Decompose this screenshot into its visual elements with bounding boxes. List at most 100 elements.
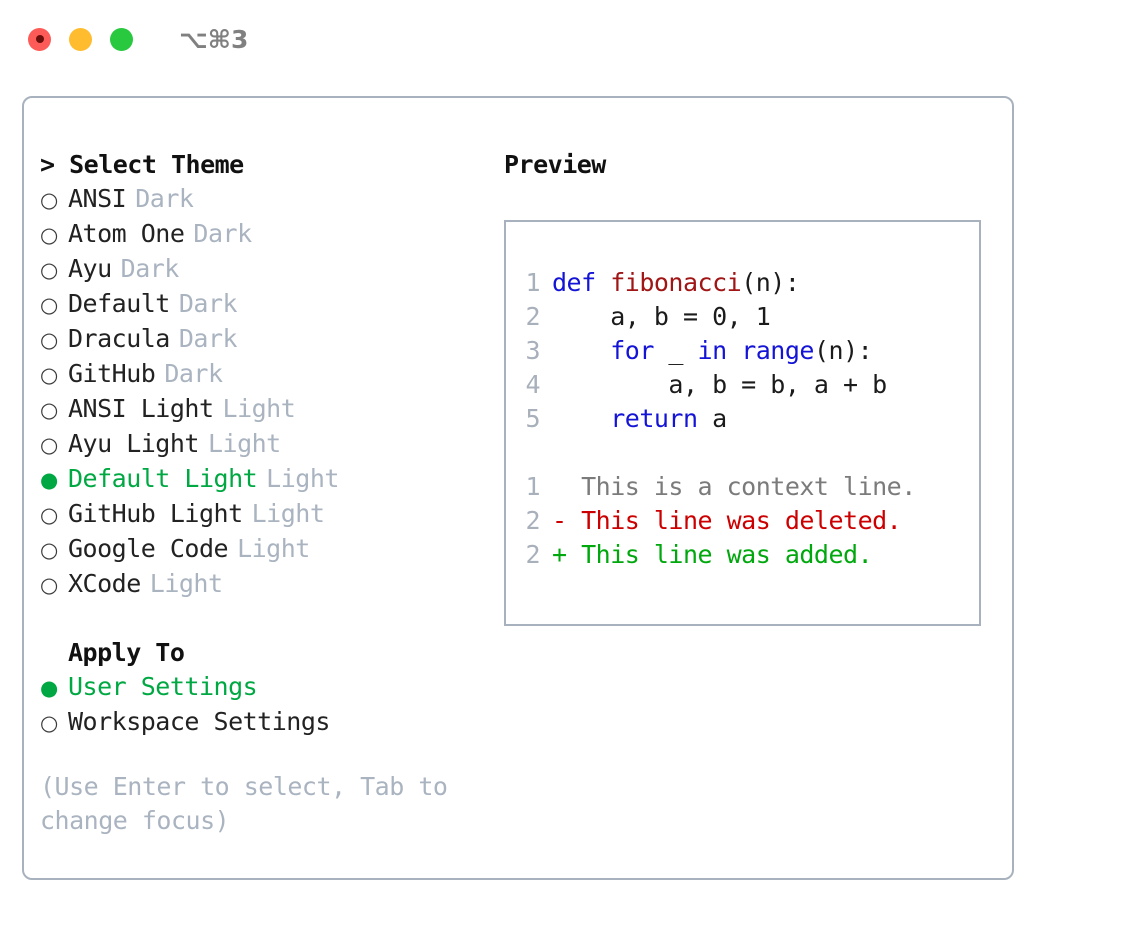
theme-option-8[interactable]: ● Default Light Light	[40, 462, 480, 497]
theme-option-tag: Light	[222, 394, 296, 423]
radio-unselected-icon: ○	[40, 328, 58, 352]
theme-option-tag: Dark	[178, 324, 238, 353]
theme-option-tag: Light	[237, 534, 310, 563]
list-spacer	[40, 602, 480, 636]
code-token-kw: in	[697, 336, 728, 365]
theme-option-tag: Dark	[164, 359, 223, 388]
code-token-plain: _	[653, 336, 698, 365]
code-token-plain: (n):	[813, 336, 873, 365]
theme-option-label: Ayu Light	[68, 429, 199, 458]
theme-option-3[interactable]: ○ Default Dark	[40, 287, 480, 322]
theme-option-label: Dracula	[68, 324, 170, 353]
radio-unselected-icon: ○	[40, 188, 58, 212]
diff-sample: 1 This is a context line.2- This line wa…	[506, 470, 979, 572]
theme-option-label: ANSI Light	[68, 394, 214, 423]
line-number: 3	[525, 336, 540, 365]
line-number: 4	[525, 370, 540, 399]
radio-selected-icon: ●	[40, 468, 58, 492]
line-number: 2	[525, 540, 540, 569]
code-line: 1 def fibonacci(n):	[506, 266, 979, 300]
code-token-plain	[552, 404, 610, 433]
theme-option-5[interactable]: ○ GitHub Dark	[40, 357, 480, 392]
code-line-text: a, b = b, a + b	[552, 368, 887, 402]
close-button-icon[interactable]	[28, 27, 51, 51]
theme-option-tag: Dark	[193, 219, 252, 248]
radio-unselected-icon: ○	[40, 293, 58, 317]
diff-line-text-del: - This line was deleted.	[552, 506, 902, 535]
code-token-plain: a	[697, 404, 727, 433]
apply-to-list: ● User Settings ○ Workspace Settings	[40, 670, 480, 740]
minimize-button-icon[interactable]	[69, 27, 92, 51]
select-theme-heading: > Select Theme	[40, 150, 244, 179]
keyboard-hint-text: (Use Enter to select, Tab to change focu…	[40, 772, 448, 835]
radio-unselected-icon: ○	[40, 573, 58, 597]
theme-option-tag: Light	[207, 429, 281, 458]
apply-to-option-label: User Settings	[68, 672, 258, 701]
theme-option-6[interactable]: ○ ANSI Light Light	[40, 392, 480, 427]
code-token-kw: for	[610, 336, 654, 365]
apply-to-option-1[interactable]: ○ Workspace Settings	[40, 705, 480, 740]
line-number: 5	[525, 404, 540, 433]
code-token-fn: fibonacci	[610, 268, 742, 297]
window-shortcut-label: ⌥⌘3	[179, 24, 249, 54]
code-token-plain: (n):	[741, 268, 800, 297]
theme-option-label: Atom One	[68, 219, 185, 248]
diff-line-text-add: + This line was added.	[552, 540, 873, 569]
line-number: 2	[525, 506, 540, 535]
line-number: 1	[525, 472, 540, 501]
code-token-kw: def	[552, 268, 611, 297]
theme-option-9[interactable]: ○ GitHub Light Light	[40, 497, 480, 532]
code-token-kw: range	[741, 336, 814, 365]
theme-option-tag: Light	[266, 464, 339, 493]
radio-unselected-icon: ○	[40, 223, 58, 247]
theme-option-label: ANSI	[68, 184, 127, 213]
theme-option-0[interactable]: ○ ANSI Dark	[40, 182, 480, 217]
code-token-plain	[727, 336, 742, 365]
theme-option-1[interactable]: ○ Atom One Dark	[40, 217, 480, 252]
apply-to-option-0[interactable]: ● User Settings	[40, 670, 480, 705]
radio-unselected-icon: ○	[40, 398, 58, 422]
zoom-button-icon[interactable]	[110, 27, 133, 51]
line-number: 2	[525, 302, 540, 331]
theme-option-4[interactable]: ○ Dracula Dark	[40, 322, 480, 357]
theme-option-label: GitHub	[68, 359, 156, 388]
theme-option-tag: Dark	[135, 184, 194, 213]
code-token-plain	[552, 336, 610, 365]
theme-option-tag: Dark	[178, 289, 238, 318]
code-line-text: for _ in range(n):	[552, 334, 872, 368]
theme-option-label: XCode	[68, 569, 141, 598]
diff-line: 2 - This line was deleted.	[506, 504, 979, 538]
theme-option-tag: Dark	[120, 254, 180, 283]
radio-unselected-icon: ○	[40, 503, 58, 527]
apply-to-option-label: Workspace Settings	[68, 707, 330, 736]
code-token-plain: a, b = 0, 1	[552, 302, 771, 331]
radio-unselected-icon: ○	[40, 258, 58, 282]
diff-line-text-ctx: This is a context line.	[552, 472, 916, 501]
radio-unselected-icon: ○	[40, 363, 58, 387]
line-number: 1	[525, 268, 540, 297]
diff-line: 1 This is a context line.	[506, 470, 979, 504]
code-line-text: a, b = 0, 1	[552, 300, 771, 334]
theme-option-label: Default Light	[68, 464, 258, 493]
code-line: 5 return a	[506, 402, 979, 436]
theme-option-tag: Light	[251, 499, 325, 528]
code-line: 2 a, b = 0, 1	[506, 300, 979, 334]
window-controls	[28, 27, 133, 51]
radio-selected-icon: ●	[40, 676, 58, 700]
theme-option-label: GitHub Light	[68, 499, 243, 528]
theme-option-label: Default	[68, 289, 170, 318]
radio-unselected-icon: ○	[40, 711, 58, 735]
code-blank-separator	[506, 436, 979, 470]
diff-line: 2 + This line was added.	[506, 538, 979, 572]
radio-unselected-icon: ○	[40, 538, 58, 562]
